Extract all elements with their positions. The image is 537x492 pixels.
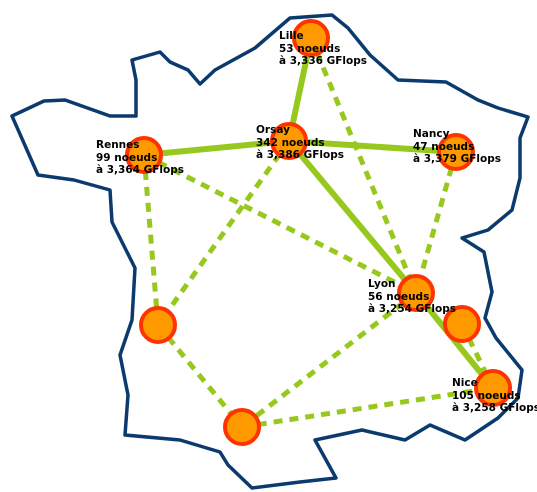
dashed-link-lyon-toulouse [240, 291, 418, 429]
site-node-toulouse [223, 408, 261, 446]
site-node-grenoble [443, 305, 481, 343]
orsay-name: Orsay [256, 124, 290, 136]
dashed-link-lille-lyon [308, 37, 419, 294]
dashed-link-toulouse-nice [241, 385, 494, 430]
lille-perf: à 3,336 GFlops [279, 55, 367, 67]
site-node-nancy [437, 133, 475, 171]
rennes-perf: à 3,364 GFlops [96, 164, 184, 176]
nancy-name: Nancy [413, 128, 450, 140]
solid-link-orsay-lyon [286, 138, 419, 296]
rennes-nodes: 99 noeuds [96, 151, 158, 164]
dashed-link-rennes-lyon [142, 152, 418, 296]
lyon-name: Lyon [368, 278, 396, 290]
nancy-nodes: 47 noeuds [413, 140, 475, 153]
dashed-link-rennes-bordeaux [141, 154, 161, 326]
label-rennes: Rennes 99 noeuds à 3,364 GFlops [96, 139, 184, 177]
nice-name: Nice [452, 377, 478, 389]
lyon-perf: à 3,254 GFlops [368, 303, 456, 315]
site-node-nice [474, 369, 512, 407]
rennes-name: Rennes [96, 139, 140, 151]
nice-perf: à 3,258 GFlops [452, 402, 537, 414]
dashed-link-grenoble-nice [459, 322, 496, 390]
nice-nodes: 105 noeuds [452, 389, 521, 402]
solid-link-orsay-nancy [286, 138, 459, 155]
nancy-perf: à 3,379 GFlops [413, 153, 501, 165]
nodes-layer [125, 19, 512, 446]
label-lyon: Lyon 56 noeuds à 3,254 GFlops [368, 278, 456, 316]
links-layer [141, 35, 496, 430]
label-orsay: Orsay 342 noeuds à 3,386 GFlops [256, 124, 344, 162]
site-node-rennes [125, 136, 163, 174]
site-node-orsay [270, 122, 308, 160]
label-nice: Nice 105 noeuds à 3,258 GFlops [452, 377, 537, 415]
site-node-lille [292, 19, 330, 57]
dashed-link-orsay-bordeaux [155, 139, 292, 327]
lille-nodes: 53 noeuds [279, 42, 341, 55]
solid-link-rennes-orsay [141, 138, 292, 158]
site-node-lyon [397, 274, 435, 312]
site-node-bordeaux [139, 306, 177, 344]
dashed-link-bordeaux-toulouse [156, 323, 244, 429]
label-lille: Lille 53 noeuds à 3,336 GFlops [279, 30, 367, 68]
lyon-nodes: 56 noeuds [368, 290, 430, 303]
orsay-perf: à 3,386 GFlops [256, 149, 344, 161]
dashed-link-nancy-lyon [413, 151, 459, 294]
label-nancy: Nancy 47 noeuds à 3,379 GFlops [413, 128, 501, 166]
orsay-nodes: 342 noeuds [256, 136, 325, 149]
france-outline [10, 13, 530, 490]
lille-name: Lille [279, 30, 304, 42]
